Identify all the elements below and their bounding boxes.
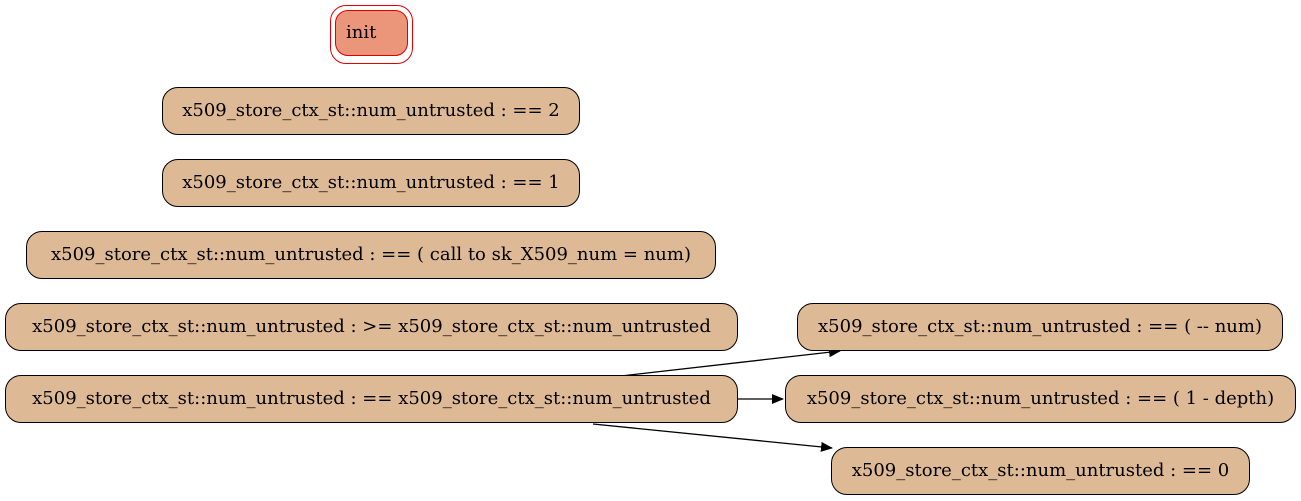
node-num-untrusted-eq-1: x509_store_ctx_st::num_untrusted : == 1 (162, 159, 580, 207)
node-num-untrusted-ge-self: x509_store_ctx_st::num_untrusted : >= x5… (5, 303, 738, 351)
init-node-outline (330, 5, 413, 64)
init-node: init (335, 10, 408, 56)
node-num-untrusted-eq-one-minus-depth: x509_store_ctx_st::num_untrusted : == ( … (785, 375, 1296, 423)
node-num-untrusted-eq-2: x509_store_ctx_st::num_untrusted : == 2 (162, 87, 580, 135)
node-num-untrusted-eq-self: x509_store_ctx_st::num_untrusted : == x5… (5, 375, 738, 423)
edge-eq-to-zero (592, 423, 833, 452)
node-num-untrusted-eq-0: x509_store_ctx_st::num_untrusted : == 0 (831, 447, 1250, 495)
node-num-untrusted-eq-decrement-num: x509_store_ctx_st::num_untrusted : == ( … (797, 303, 1283, 351)
node-num-untrusted-eq-sk-x509-num: x509_store_ctx_st::num_untrusted : == ( … (26, 231, 716, 279)
edge-eq-to-decrement (620, 347, 841, 377)
